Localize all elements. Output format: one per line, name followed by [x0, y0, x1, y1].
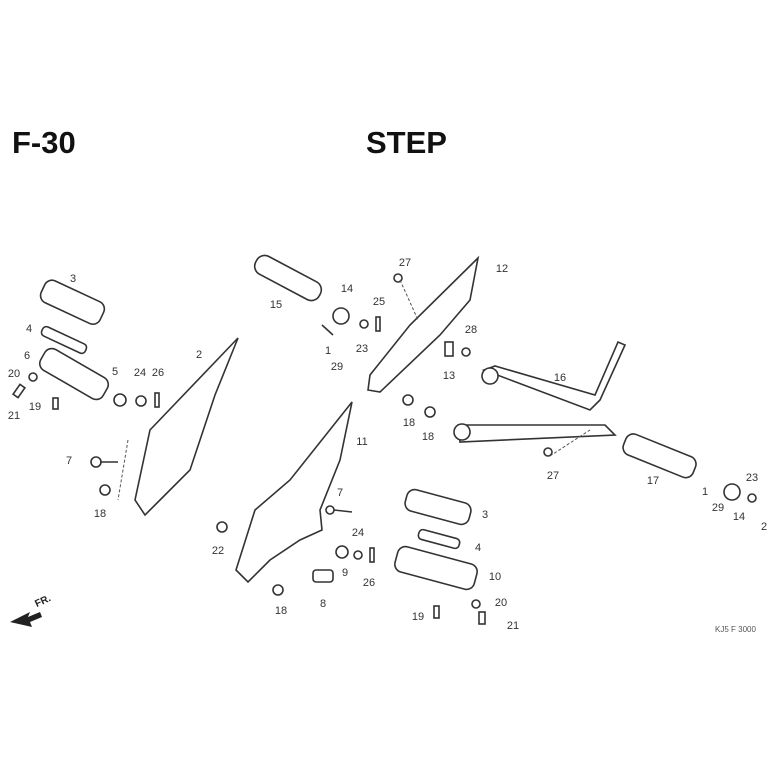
callout: 29: [711, 502, 725, 514]
callout: 12: [495, 263, 509, 275]
callout: 4: [474, 542, 482, 554]
step-6: [38, 347, 110, 401]
callout: 21: [506, 620, 520, 632]
callout: 14: [732, 511, 746, 523]
callout: 7: [65, 455, 73, 467]
callout: 20: [494, 597, 508, 609]
callout: 7: [336, 487, 344, 499]
callout: 27: [398, 257, 412, 269]
step-holder-2: [134, 337, 239, 517]
callout: 4: [25, 323, 33, 335]
step-17: [622, 433, 697, 479]
callout: 18: [421, 431, 435, 443]
callout: 11: [356, 436, 368, 448]
callout: 18: [402, 417, 416, 429]
figure-title: STEP: [366, 125, 447, 160]
callout: 19: [411, 611, 425, 623]
callout: 24: [133, 367, 147, 379]
callout: 1: [324, 345, 332, 357]
plate-4b: [417, 528, 461, 550]
callout: 18: [274, 605, 288, 617]
callout: 21: [7, 410, 21, 422]
callout: 26: [151, 367, 165, 379]
step-rubber-3b: [404, 488, 472, 526]
callout: 15: [269, 299, 283, 311]
callout: 25: [372, 296, 386, 308]
callout: 5: [111, 366, 119, 378]
callout: 2: [195, 349, 203, 361]
plate-4: [40, 325, 88, 355]
callout: 26: [362, 577, 376, 589]
step-rubber-3: [39, 279, 106, 325]
callout: 29: [330, 361, 344, 373]
callout: 14: [340, 283, 354, 295]
drawing-code: KJ5 F 3000: [715, 625, 756, 634]
front-arrow-icon: [10, 612, 42, 627]
figure-code: F-30: [12, 125, 76, 160]
step-holder-11: [235, 401, 353, 584]
collar-8: [312, 569, 334, 583]
callout: 9: [341, 567, 349, 579]
callout: 13: [442, 370, 456, 382]
callout: 10: [488, 571, 502, 583]
callout: 17: [646, 475, 660, 487]
step-10: [394, 545, 478, 591]
step-holder-12: [367, 255, 480, 393]
callout: 23: [355, 343, 369, 355]
callout: 23: [745, 472, 759, 484]
callout: 3: [481, 509, 489, 521]
callout: 28: [464, 324, 478, 336]
callout: 19: [28, 401, 42, 413]
callout: 27: [546, 470, 560, 482]
callout: 22: [211, 545, 225, 557]
callout: 18: [93, 508, 107, 520]
callout: 20: [7, 368, 21, 380]
step-15: [253, 254, 323, 302]
callout: 24: [351, 527, 365, 539]
callout: 16: [553, 372, 567, 384]
callout: 2: [760, 521, 768, 533]
step-holder-16: [481, 340, 627, 411]
callout: 1: [701, 486, 709, 498]
callout: 6: [23, 350, 31, 362]
callout: 3: [69, 273, 77, 285]
callout: 8: [319, 598, 327, 610]
